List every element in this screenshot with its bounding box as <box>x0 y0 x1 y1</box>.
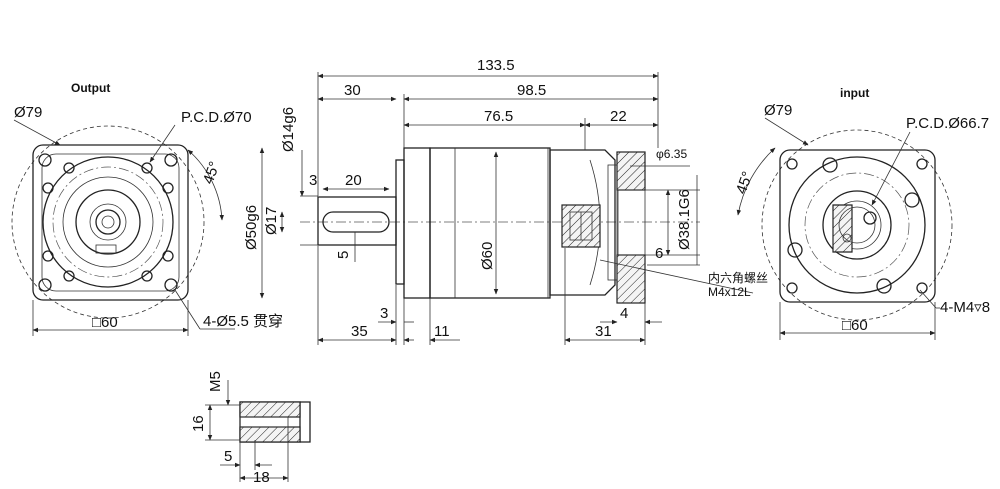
dim-body-length: 98.5 <box>517 82 546 99</box>
key-thread-label: M5 <box>207 371 224 392</box>
side-top-dims <box>259 72 700 299</box>
key-length-label: 18 <box>253 469 270 486</box>
side-bottom-dims <box>317 246 662 345</box>
output-angle-label: 45° <box>200 159 224 186</box>
input-pcd-label: P.C.D.Ø66.7 <box>906 115 989 132</box>
dim-housing-length: 76.5 <box>484 108 513 125</box>
input-holes-label: 4-M4▿8 <box>940 299 990 316</box>
dim-input-bore: φ6.35 <box>656 147 687 161</box>
output-flange-view <box>11 119 235 336</box>
dim-shaft-projection: 35 <box>351 323 368 340</box>
dim-pilot-diameter: Ø50g6 <box>243 205 260 250</box>
dim-key-width: 5 <box>335 251 352 259</box>
input-title: input <box>840 86 869 100</box>
dim-input-section-length: 31 <box>595 323 612 340</box>
key-offset-label: 5 <box>224 448 232 465</box>
dim-key-offset-top: 3 <box>309 172 317 189</box>
input-square-label: □60 <box>842 317 868 334</box>
key-depth-label: 16 <box>190 415 207 432</box>
output-square-label: □60 <box>92 314 118 331</box>
dim-collar-gap: 3 <box>380 305 388 322</box>
output-holes-label: 4-Ø5.5 贯穿 <box>203 313 283 330</box>
dim-input-pilot: Ø38.1G6 <box>676 189 693 250</box>
screw-spec-label: M4x12L <box>708 285 751 299</box>
dim-pilot-depth: 6 <box>655 245 663 262</box>
dim-overall-length: 133.5 <box>477 57 515 74</box>
dim-adapter-length: 22 <box>610 108 627 125</box>
input-diameter-label: Ø79 <box>764 102 792 119</box>
side-view <box>300 147 754 304</box>
dim-shaft-length: 30 <box>344 82 361 99</box>
dim-bore-diameter: Ø17 <box>263 207 280 235</box>
dim-shaft-diameter: Ø14g6 <box>280 107 297 152</box>
screw-type-label: 内六角螺丝 <box>708 271 768 285</box>
input-angle-label: 45° <box>733 169 757 196</box>
dim-end-plate-gap: 4 <box>620 305 628 322</box>
dim-body-diameter: Ø60 <box>479 242 496 270</box>
input-flange-view <box>736 117 953 340</box>
output-pcd-label: P.C.D.Ø70 <box>181 109 252 126</box>
dim-flange-thickness: 11 <box>434 323 450 340</box>
key-detail-view <box>205 380 311 482</box>
output-diameter-label: Ø79 <box>14 104 42 121</box>
output-title: Output <box>71 81 110 95</box>
dim-key-length: 20 <box>345 172 362 189</box>
